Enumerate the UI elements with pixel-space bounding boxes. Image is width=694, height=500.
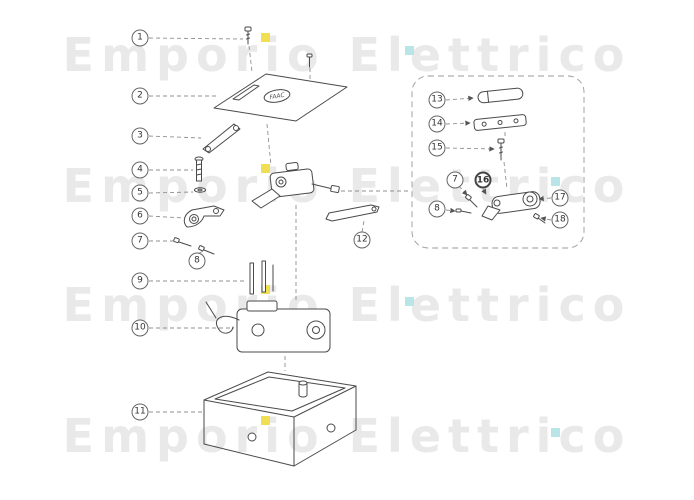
callout-12: 12 <box>353 231 371 249</box>
callout-3: 3 <box>131 127 149 145</box>
callout-15: 15 <box>428 139 446 157</box>
part-lock-screw <box>497 138 505 161</box>
part-plate-screw <box>306 53 313 68</box>
leader-lines <box>148 37 585 413</box>
part-screw-left-8 <box>198 245 215 255</box>
inset-boundary <box>411 75 585 249</box>
watermark-square <box>405 297 414 306</box>
callout-5: 5 <box>131 184 149 202</box>
plate-logo-text: FAAC <box>269 92 286 102</box>
part-unlock-lever <box>325 204 380 222</box>
part-inset-screw-8 <box>455 208 472 214</box>
part-lock-plate <box>473 114 527 131</box>
callout-8: 8 <box>188 252 206 270</box>
part-inset-screw-7 <box>465 194 478 208</box>
callout-18: 18 <box>551 211 569 229</box>
callout-7: 7 <box>131 232 149 250</box>
part-bolt <box>194 156 204 182</box>
callout-10: 10 <box>131 319 149 337</box>
callout-9: 9 <box>131 272 149 290</box>
watermark-square <box>261 164 270 173</box>
part-lever-bracket <box>183 205 225 228</box>
watermark-square <box>261 416 270 425</box>
part-cover-plate: FAAC <box>213 73 348 122</box>
part-lock-lever-assembly <box>481 191 541 221</box>
callout-4: 4 <box>131 161 149 179</box>
part-cover-screw <box>244 26 252 45</box>
callout-11: 11 <box>131 403 149 421</box>
callout-1: 1 <box>131 29 149 47</box>
part-screw-left-7 <box>173 237 192 247</box>
part-pins <box>249 260 274 295</box>
callout-16: 16 <box>474 171 492 189</box>
callout-7-inset: 7 <box>446 171 464 189</box>
watermark-square <box>405 46 414 55</box>
part-release-lever-arm <box>202 123 241 154</box>
part-washer <box>194 187 206 193</box>
watermark-square <box>551 177 560 186</box>
callout-17: 17 <box>551 189 569 207</box>
part-inset-screw-18 <box>533 213 546 224</box>
callout-8-inset: 8 <box>428 200 446 218</box>
callout-2: 2 <box>131 87 149 105</box>
callout-13: 13 <box>428 91 446 109</box>
part-motor-unit <box>205 300 331 353</box>
watermark-square <box>261 33 270 42</box>
part-actuator-unit <box>251 162 340 209</box>
watermark-square <box>551 428 560 437</box>
part-cap <box>477 87 524 104</box>
callout-14: 14 <box>428 115 446 133</box>
callout-6: 6 <box>131 207 149 225</box>
part-foundation-box <box>203 371 357 467</box>
